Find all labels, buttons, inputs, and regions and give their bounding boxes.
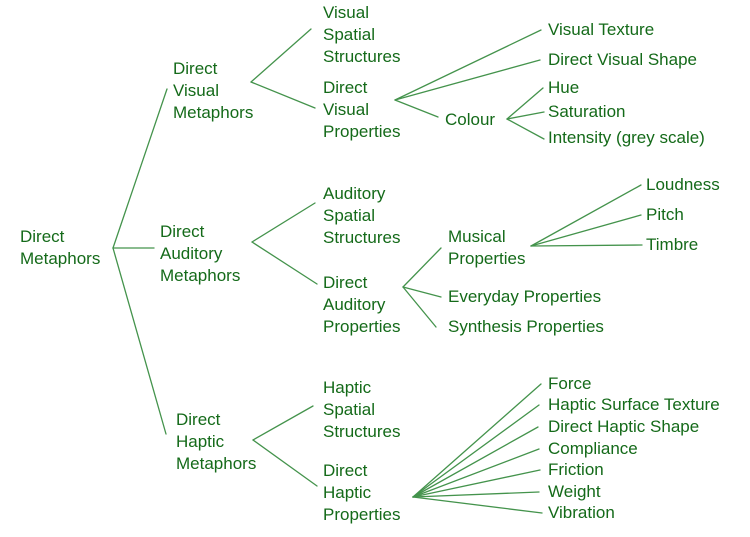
edge-line	[412, 448, 540, 498]
edge-line	[250, 81, 316, 109]
node-intensity-grey-scale: Intensity (grey scale)	[548, 128, 705, 147]
node-everyday-properties: Everyday Properties	[448, 287, 602, 306]
node-pitch: Pitch	[646, 205, 684, 224]
edge-line	[402, 247, 442, 288]
edge-line	[412, 404, 540, 498]
node-direct-visual-metaphors: Direct Visual Metaphors	[173, 59, 254, 122]
node-vibration: Vibration	[548, 503, 615, 522]
edge-line	[252, 405, 314, 441]
edge-line	[412, 426, 539, 498]
node-visual-spatial-structures: Visual Spatial Structures	[323, 3, 401, 66]
node-auditory-spatial-structures: Auditory Spatial Structures	[323, 184, 401, 247]
node-visual-texture: Visual Texture	[548, 20, 655, 39]
edge-line	[412, 383, 542, 498]
edge-line	[251, 202, 316, 243]
edge-line	[412, 469, 541, 498]
node-friction: Friction	[548, 460, 604, 479]
edge-line	[252, 439, 318, 487]
node-force: Force	[548, 374, 592, 393]
edge-line	[251, 241, 318, 285]
edge-line	[402, 286, 442, 298]
node-direct-auditory-metaphors: Direct Auditory Metaphors	[160, 222, 241, 285]
node-synthesis-properties: Synthesis Properties	[448, 317, 604, 336]
node-colour: Colour	[445, 110, 496, 129]
edge-line	[394, 59, 541, 101]
edge-line	[530, 244, 643, 247]
edge-line	[506, 87, 544, 120]
node-direct-visual-properties: Direct Visual Properties	[323, 78, 401, 141]
node-haptic-spatial-structures: Haptic Spatial Structures	[323, 378, 401, 441]
edge-line	[402, 286, 437, 328]
node-direct-metaphors: Direct Metaphors	[20, 227, 101, 268]
edge-line	[112, 88, 168, 249]
node-direct-haptic-shape: Direct Haptic Shape	[548, 417, 700, 436]
edge-line	[250, 28, 312, 83]
edge-line	[412, 496, 543, 514]
edge-line	[394, 99, 439, 118]
edge-line	[506, 118, 545, 140]
edge-line	[530, 184, 642, 247]
node-direct-visual-shape: Direct Visual Shape	[548, 50, 697, 69]
node-hue: Hue	[548, 78, 580, 97]
node-compliance: Compliance	[548, 439, 638, 458]
node-saturation: Saturation	[548, 102, 626, 121]
edge-line	[506, 111, 545, 120]
node-direct-haptic-metaphors: Direct Haptic Metaphors	[176, 410, 257, 473]
edge-line	[394, 29, 542, 101]
node-weight: Weight	[548, 482, 601, 501]
node-timbre: Timbre	[646, 235, 699, 254]
node-loudness: Loudness	[646, 175, 720, 194]
node-musical-properties: Musical Properties	[448, 227, 526, 268]
edge-line	[412, 491, 540, 498]
edge-line	[530, 214, 642, 247]
edge-line	[112, 247, 167, 435]
node-direct-auditory-properties: Direct Auditory Properties	[323, 273, 401, 336]
node-direct-haptic-properties: Direct Haptic Properties	[323, 461, 401, 524]
node-haptic-surface-texture: Haptic Surface Texture	[548, 395, 720, 414]
